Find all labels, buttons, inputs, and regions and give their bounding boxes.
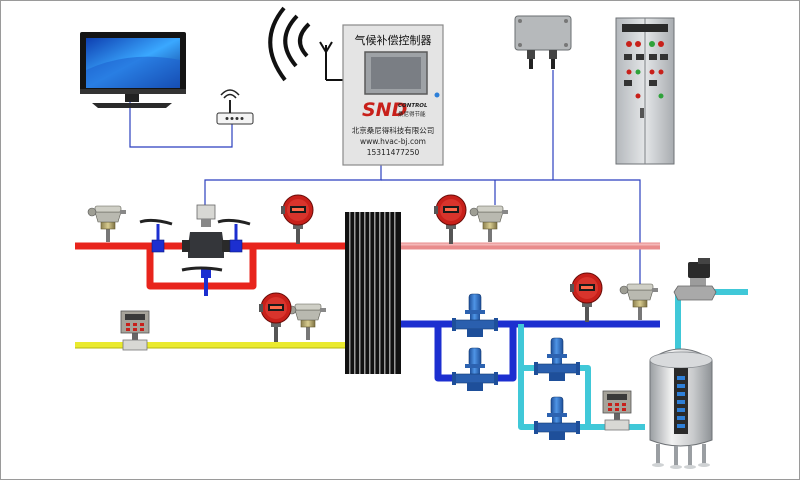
pump-icon — [533, 396, 581, 441]
pipes — [75, 242, 748, 430]
antenna-icon — [319, 41, 345, 81]
expansion-tank-icon — [649, 348, 713, 469]
wifi-router-icon — [216, 89, 254, 125]
signal-wires — [129, 70, 641, 288]
controller-logo-sub-en: CONTROL — [398, 103, 428, 109]
controller-logo-sub-cn: 桑尼得节能 — [398, 110, 426, 118]
heat-exchanger-icon — [345, 212, 401, 374]
controller-title: 气候补偿控制器 — [355, 33, 432, 47]
temperature-sensor-icon — [87, 205, 127, 243]
pump-icon — [451, 347, 499, 392]
motorized-valve-icon — [182, 204, 230, 258]
monitor-icon — [80, 32, 186, 108]
temperature-sensor-icon — [619, 283, 659, 321]
manual-valve-icon — [181, 266, 223, 296]
flow-meter-icon — [602, 390, 632, 431]
pressure-transmitter-icon — [433, 194, 467, 245]
temperature-sensor-icon — [469, 205, 509, 243]
outdoor-sensor-box-icon — [514, 15, 572, 69]
controller-company: 北京桑尼得科技有限公司 — [352, 125, 435, 135]
solenoid-valve-icon — [673, 258, 717, 301]
flow-meter-icon — [120, 310, 150, 351]
pump-icon — [451, 293, 499, 338]
pressure-transmitter-icon — [569, 272, 603, 323]
controller-phone: 15311477250 — [367, 148, 420, 157]
pressure-transmitter-icon — [258, 292, 292, 343]
temperature-sensor-icon — [287, 303, 327, 341]
pressure-transmitter-icon — [280, 194, 314, 245]
controller-logo: SND — [362, 99, 407, 121]
pump-icon — [533, 337, 581, 382]
wireless-signal-icon — [268, 6, 311, 82]
controller-box: 气候补偿控制器 SND CONTROL 桑尼得节能 北京桑尼得科技有限公司 ww… — [342, 24, 444, 166]
controller-website: www.hvac-bj.com — [360, 137, 426, 146]
electrical-cabinet-icon — [615, 17, 675, 165]
